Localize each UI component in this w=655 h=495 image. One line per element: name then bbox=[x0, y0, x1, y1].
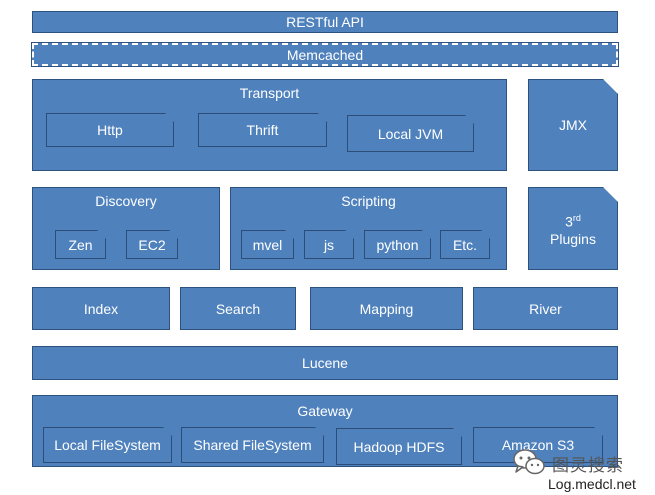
gateway-shared-filesystem-label: Shared FileSystem bbox=[193, 437, 312, 453]
gateway-hadoop-hdfs-label: Hadoop HDFS bbox=[353, 438, 445, 455]
transport-thrift: Thrift bbox=[198, 113, 327, 147]
scripting-python: python bbox=[364, 230, 431, 259]
scripting-layer: Scripting mvel js python Etc. bbox=[230, 187, 507, 270]
transport-http: Http bbox=[46, 113, 174, 147]
gateway-layer: Gateway Local FileSystem Shared FileSyst… bbox=[32, 395, 618, 467]
transport-local-jvm: Local JVM bbox=[347, 115, 474, 152]
transport-layer: Transport Http Thrift Local JVM bbox=[32, 79, 507, 171]
scripting-js: js bbox=[304, 230, 354, 259]
discovery-ec2-label: EC2 bbox=[138, 236, 166, 253]
jmx-box: JMX bbox=[528, 79, 618, 171]
gateway-shared-filesystem: Shared FileSystem bbox=[181, 427, 324, 463]
plugins-ordinal-suffix: rd bbox=[572, 212, 581, 223]
lucene-layer: Lucene bbox=[32, 346, 618, 380]
restful-api-layer: RESTful API bbox=[32, 11, 618, 33]
search-module: Search bbox=[180, 287, 296, 330]
plugins-ordinal: 3rd bbox=[565, 209, 581, 231]
discovery-ec2: EC2 bbox=[126, 230, 178, 259]
search-label: Search bbox=[215, 300, 261, 317]
gateway-local-filesystem-label: Local FileSystem bbox=[54, 437, 161, 453]
river-label: River bbox=[529, 300, 562, 317]
transport-title: Transport bbox=[239, 85, 300, 101]
scripting-mvel: mvel bbox=[241, 230, 294, 259]
plugins-ordinal-number: 3 bbox=[565, 213, 573, 230]
watermark-site: Log.medcl.net bbox=[548, 476, 636, 492]
memcached-label: Memcached bbox=[286, 46, 364, 63]
transport-local-jvm-label: Local JVM bbox=[377, 125, 444, 142]
discovery-zen-label: Zen bbox=[68, 236, 93, 253]
third-party-plugins-box: 3rd Plugins bbox=[528, 187, 618, 270]
scripting-mvel-label: mvel bbox=[252, 236, 283, 253]
transport-thrift-label: Thrift bbox=[246, 122, 279, 138]
lucene-label: Lucene bbox=[302, 355, 348, 371]
index-module: Index bbox=[32, 287, 170, 330]
discovery-zen: Zen bbox=[55, 230, 106, 259]
jmx-label: JMX bbox=[559, 117, 587, 133]
plugins-label: Plugins bbox=[550, 231, 596, 248]
scripting-title: Scripting bbox=[341, 193, 396, 209]
discovery-layer: Discovery Zen EC2 bbox=[32, 187, 220, 270]
discovery-title: Discovery bbox=[95, 193, 157, 209]
wechat-icon bbox=[513, 449, 545, 475]
scripting-etc: Etc. bbox=[440, 230, 490, 259]
restful-api-label: RESTful API bbox=[286, 14, 364, 30]
gateway-amazon-s3-label: Amazon S3 bbox=[501, 437, 575, 453]
gateway-title: Gateway bbox=[297, 403, 353, 419]
gateway-amazon-s3: Amazon S3 bbox=[473, 427, 603, 463]
transport-http-label: Http bbox=[97, 122, 123, 138]
mapping-label: Mapping bbox=[359, 300, 414, 317]
gateway-local-filesystem: Local FileSystem bbox=[43, 427, 172, 463]
index-label: Index bbox=[83, 300, 119, 317]
memcached-layer: Memcached bbox=[31, 42, 619, 67]
mapping-module: Mapping bbox=[310, 287, 463, 330]
watermark-text: 图灵搜索 bbox=[552, 456, 624, 475]
scripting-python-label: python bbox=[376, 236, 419, 253]
scripting-etc-label: Etc. bbox=[452, 236, 478, 253]
scripting-js-label: js bbox=[323, 236, 335, 253]
gateway-hadoop-hdfs: Hadoop HDFS bbox=[336, 428, 462, 465]
river-module: River bbox=[473, 287, 618, 330]
